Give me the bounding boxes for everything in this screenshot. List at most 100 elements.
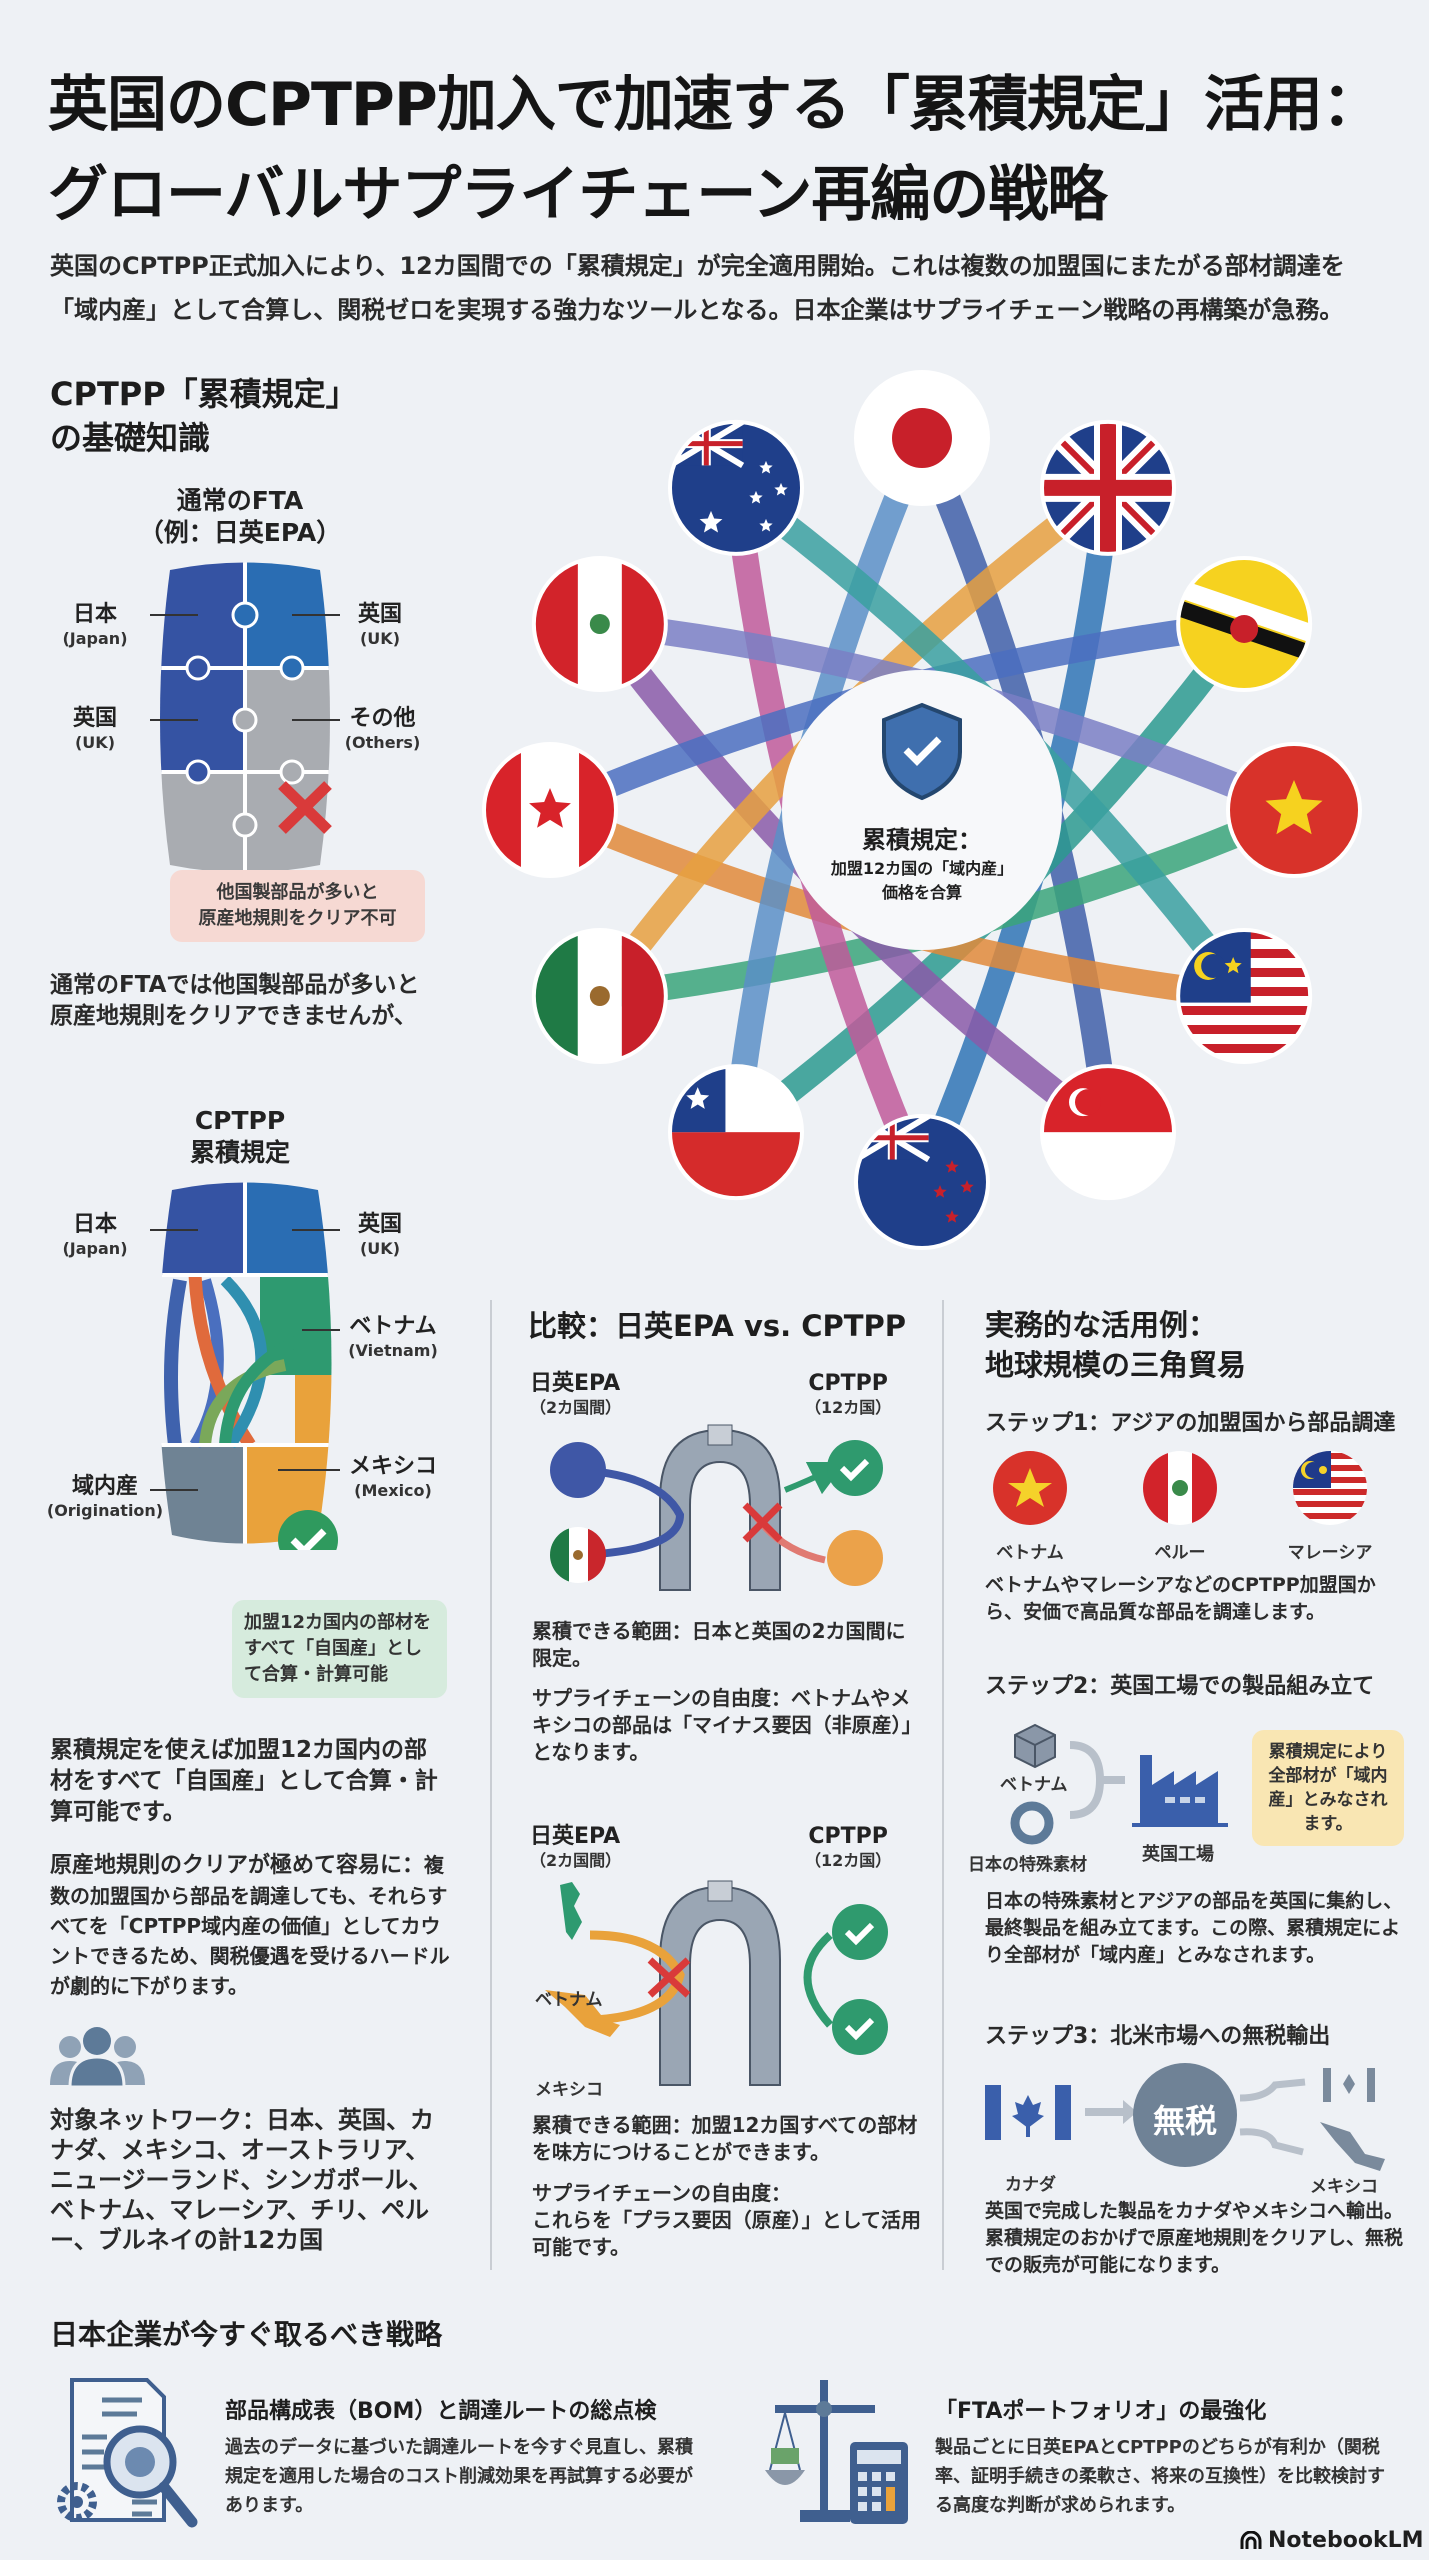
mexico-flag-icon <box>550 1527 606 1583</box>
wheel-center-title: 累積規定： <box>862 826 982 854</box>
malaysia-flag-icon <box>1176 928 1313 1064</box>
basics-heading-line-1: CPTPP「累積規定」 <box>50 375 358 413</box>
vietnam-map-icon <box>560 1882 582 1940</box>
peru-flag-icon <box>531 556 668 692</box>
cptpp-callout: 加盟12カ国内の部材をすべて「自国産」として合算・計算可能 <box>232 1600 447 1698</box>
fta-paragraph: 通常のFTAでは他国製部品が多いと原産地規則をクリアできませんが、 <box>50 972 420 1029</box>
step1-flags <box>993 1451 1367 1525</box>
fta-label-uk-2: 英国(UK) <box>72 706 117 753</box>
step2-callout: 累積規定により全部材が「域内産」とみなされます。 <box>1252 1730 1404 1846</box>
fta-callout: 他国製部品が多いと原産地規則をクリア不可 <box>170 870 425 942</box>
orange-node-icon <box>827 1530 883 1586</box>
step2-diagram <box>1010 1723 1228 1845</box>
practice-heading: 実務的な活用例：地球規模の三角貿易 <box>985 1308 1247 1382</box>
subtitle-line-2: 「域内産」として合算し、関税ゼロを実現する強力なツールとなる。日本企業はサプライ… <box>50 296 1344 324</box>
red-x-icon <box>647 1957 691 1998</box>
money-icon <box>771 2448 799 2464</box>
compare-gate-diagram-2 <box>545 1880 888 2086</box>
network-countries-text: 対象ネットワーク：日本、英国、カナダ、メキシコ、オーストラリア、ニュージーランド… <box>50 2106 434 2254</box>
notebooklm-brand: NotebookLM <box>1240 2528 1423 2553</box>
page-title: 英国のCPTPP加入で加速する「累積規定」活用： グローバルサプライチェーン再編… <box>48 60 1382 240</box>
wheel-center-label: 累積規定： 加盟12カ国の「域内産」 価格を合算 <box>822 820 1022 903</box>
strategy-heading: 日本企業が今すぐ取るべき戦略 <box>50 2318 443 2351</box>
compare-epa-label: 日英EPA（2カ国間） <box>530 1371 622 1418</box>
gear-icon <box>57 2482 97 2522</box>
peru-flag-icon <box>1143 1451 1217 1525</box>
fta-title-line-1: 通常のFTA <box>176 486 304 515</box>
singapore-flag-icon <box>1040 1064 1176 1201</box>
vietnam-flag-icon <box>1226 742 1362 878</box>
cptpp-label-origination: 域内産(Origination) <box>46 1474 164 1521</box>
brunei-flag-icon <box>1176 556 1313 692</box>
fta-title-line-2: （例：日英EPA） <box>138 518 342 547</box>
wheel-center-line-1: 加盟12カ国の「域内産」 <box>830 859 1014 878</box>
canada-small-flag-icon <box>1323 2068 1375 2102</box>
step2-text: 日本の特殊素材とアジアの部品を英国に集約し、最終製品を組み立てます。この際、累積… <box>985 1890 1403 1966</box>
canada-flag-icon <box>985 2085 1071 2140</box>
compare-text-3: 累積できる範囲：加盟12カ国すべての部材を味方につけることができます。 <box>532 2113 918 2164</box>
step2-label-japan-material: 日本の特殊素材 <box>968 1855 1087 1875</box>
subtitle-line-1: 英国のCPTPP正式加入により、12カ国間での「累積規定」が完全適用開始。これは… <box>50 252 1345 280</box>
step2-label-vietnam: ベトナム <box>1000 1775 1068 1795</box>
cptpp-title: CPTPP 累積規定 <box>189 1106 290 1167</box>
compare-text-4: サプライチェーンの自由度：これらを「プラス要因（原産）」として活用可能です。 <box>532 2181 921 2259</box>
strategy-item-1-desc: 過去のデータに基づいた調達ルートを今すぐ見直し、累積規定を適用した場合のコスト削… <box>225 2437 693 2516</box>
basics-heading-line-2: の基礎知識 <box>50 419 211 457</box>
fta-label-uk: 英国(UK) <box>357 602 402 649</box>
step1-title: ステップ1：アジアの加盟国から部品調達 <box>985 1411 1396 1436</box>
green-check-icon <box>832 1904 888 1960</box>
mexico-map-icon <box>545 1990 620 2037</box>
fta-puzzle-diagram <box>150 562 340 873</box>
step3-label-canada: カナダ <box>1005 2175 1056 2195</box>
compare-label-vietnam: ベトナム <box>535 1990 603 2010</box>
japan-node-icon <box>550 1442 606 1498</box>
gate-arch-icon <box>659 1428 781 1591</box>
green-check-icon <box>278 1510 338 1550</box>
parts-box-icon <box>1014 1723 1056 1769</box>
step1-flag-label-peru: ペルー <box>1154 1543 1206 1563</box>
step3-diagram <box>985 2063 1385 2171</box>
step3-label-mexico: メキシコ <box>1310 2177 1378 2197</box>
mexico-flag-icon <box>531 928 668 1064</box>
step1-flag-label-malaysia: マレーシア <box>1287 1543 1373 1563</box>
title-line-1: 英国のCPTPP加入で加速する「累積規定」活用： <box>48 70 1382 140</box>
wheel-center-circle <box>782 670 1062 950</box>
step2-label-uk-factory: 英国工場 <box>1142 1844 1214 1865</box>
new-zealand-flag-icon <box>854 1114 990 1250</box>
gate-arch-icon <box>659 1885 781 2086</box>
cptpp-puzzle-diagram <box>150 1182 340 1550</box>
cptpp-label-uk: 英国(UK) <box>357 1212 402 1259</box>
step1-flag-label-vietnam: ベトナム <box>996 1543 1064 1563</box>
green-check-icon <box>832 1999 888 2055</box>
basics-heading: CPTPP「累積規定」 の基礎知識 <box>50 372 358 460</box>
cptpp-paragraph-2: 原産地規則のクリアが極めて容易に：複数の加盟国から部品を調達しても、それらすべて… <box>50 1853 450 1998</box>
puzzle-piece-bottom-left <box>160 772 245 873</box>
member-countries-wheel <box>482 370 1362 1250</box>
merge-arrow-icon <box>1069 1741 1125 1819</box>
chile-flag-icon <box>668 1064 804 1201</box>
compare-text-2: サプライチェーンの自由度：ベトナムやメキシコの部品は「マイナス要因（非原産）」と… <box>532 1686 922 1764</box>
factory-icon <box>1132 1755 1228 1827</box>
red-x-icon <box>742 1502 783 1543</box>
cptpp-label-vietnam: ベトナム(Vietnam) <box>348 1314 438 1361</box>
compare-cptpp-label: CPTPP（12カ国） <box>805 1371 892 1418</box>
red-x-icon <box>278 781 332 834</box>
strategy-item-1-title: 部品構成表（BOM）と調達ルートの総点検 <box>225 2399 657 2424</box>
step2-title: ステップ2：英国工場での製品組み立て <box>985 1674 1375 1699</box>
australia-flag-icon <box>668 419 804 556</box>
material-ring-icon <box>1010 1801 1054 1845</box>
shield-check-icon <box>882 702 962 801</box>
column-divider-right <box>942 1300 944 2270</box>
japan-flag-icon <box>854 370 990 506</box>
green-check-icon <box>827 1440 883 1496</box>
mexico-map-icon <box>1320 2122 1385 2171</box>
fta-label-others: その他(Others) <box>344 706 421 753</box>
calculator-icon <box>850 2442 908 2524</box>
compare-heading: 比較：日英EPA vs. CPTPP <box>528 1309 907 1343</box>
strategy-item-2-title: 「FTAポートフォリオ」の最強化 <box>935 2399 1267 2424</box>
compare-text-1: 累積できる範囲：日本と英国の2カ国間に限定。 <box>532 1619 906 1670</box>
malaysia-flag-icon <box>1293 1451 1367 1525</box>
fta-label-japan: 日本(Japan) <box>62 602 128 649</box>
people-group-icon <box>50 2027 145 2089</box>
brand-name: NotebookLM <box>1268 2528 1424 2553</box>
